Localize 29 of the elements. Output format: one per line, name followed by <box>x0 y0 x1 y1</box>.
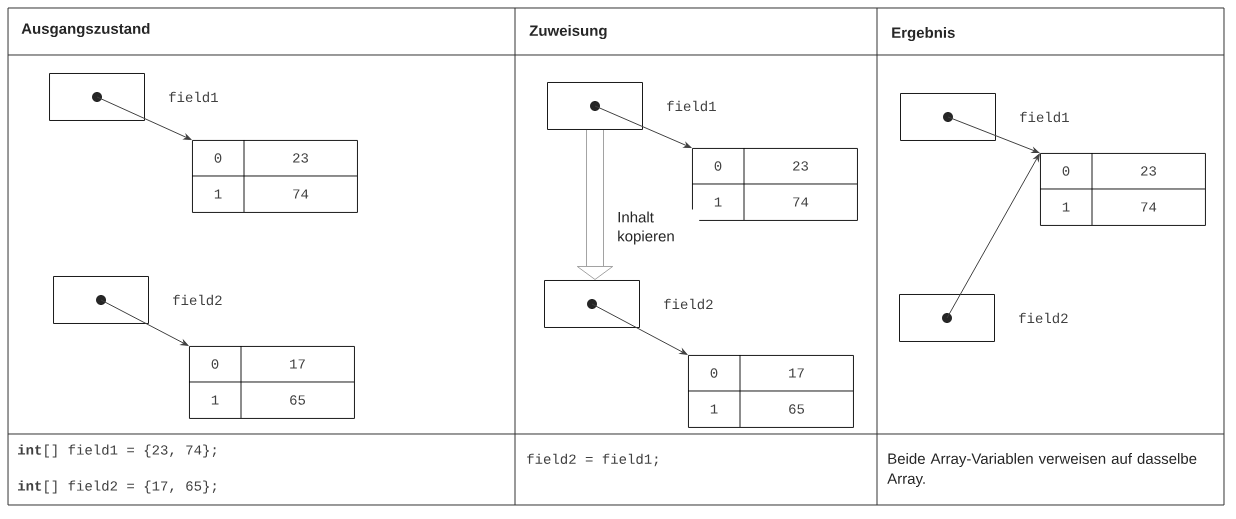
array-table: 0 17 1 65 <box>188 345 355 419</box>
array-table: 0 17 1 65 <box>687 354 854 428</box>
edge-label: Inhalt kopieren <box>615 209 700 247</box>
pointer-arrow <box>591 303 688 355</box>
variable-box <box>49 73 145 121</box>
code-line: field2 = field1; <box>527 453 658 467</box>
array-table: 0 23 1 74 <box>691 147 858 221</box>
variable-box <box>899 294 995 342</box>
variable-box <box>900 93 996 141</box>
pointer-arrow <box>594 105 692 148</box>
pointer-arrow <box>947 116 1040 153</box>
note-text: Beide Array-Variablen verweisen auf dasselbe Array. <box>887 453 1197 487</box>
pointer-arrow <box>100 299 189 346</box>
variable-name: field2 <box>664 298 713 310</box>
variable-box <box>547 82 643 130</box>
array-table: 0 23 1 74 <box>1039 152 1206 226</box>
variable-name: field1 <box>169 91 218 103</box>
copy-arrow <box>576 129 614 280</box>
variable-box <box>53 276 149 324</box>
variable-name: field1 <box>1020 111 1069 123</box>
variable-name: field1 <box>667 100 716 112</box>
pointer-arrow <box>96 96 192 140</box>
variable-name: field2 <box>173 294 222 306</box>
variable-box <box>544 280 640 328</box>
code-line: int[] field2 = {17, 65}; <box>18 480 216 494</box>
pointer-arrow <box>946 153 1040 319</box>
code-line: int[] field1 = {23, 74}; <box>18 444 216 458</box>
variable-name: field2 <box>1019 312 1068 324</box>
array-table: 0 23 1 74 <box>191 139 358 213</box>
